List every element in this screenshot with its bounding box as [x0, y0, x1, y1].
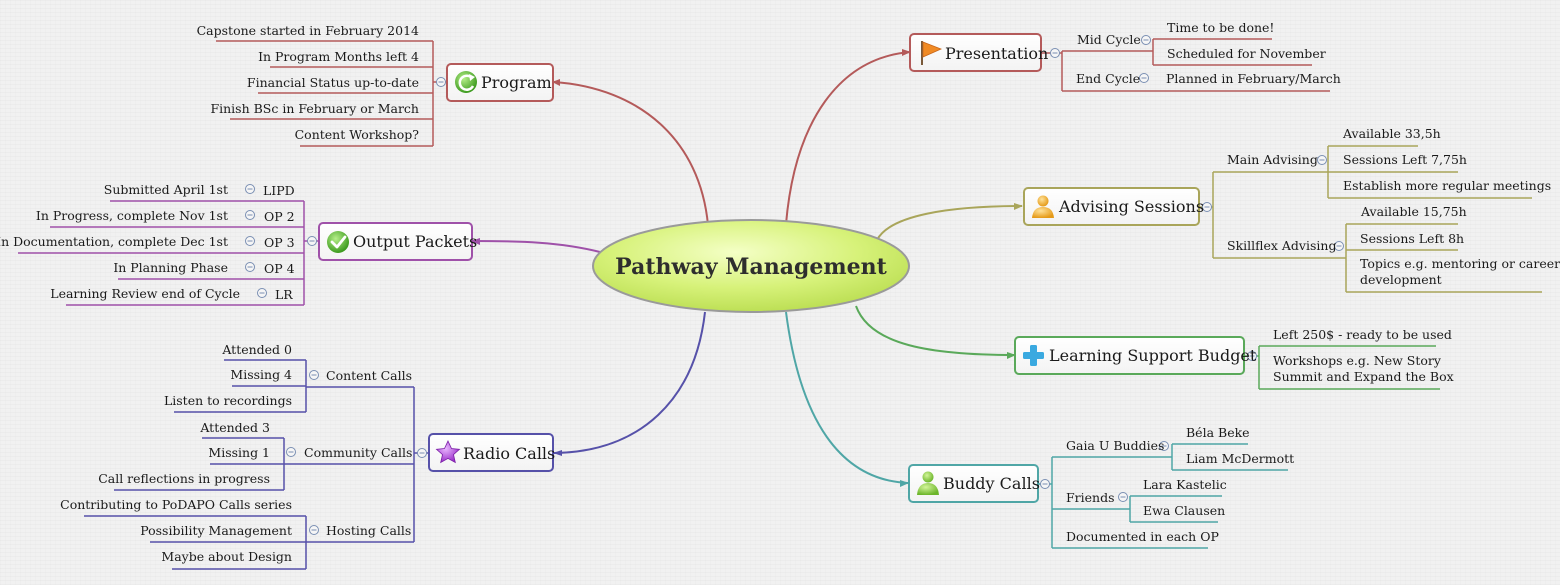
radio-group-label: Content Calls	[326, 368, 412, 383]
output-note: Submitted April 1st	[104, 182, 228, 197]
output-note: In Planning Phase	[113, 260, 228, 275]
central-topic[interactable]: Pathway Management	[592, 219, 910, 313]
radio-item: Missing 4	[230, 367, 292, 382]
output-code: OP 4	[264, 261, 295, 276]
radio-item: Possibility Management	[140, 523, 292, 538]
topic-output-packets[interactable]: Output Packets	[318, 222, 477, 261]
buddy-group-label: Gaia U Buddies	[1066, 438, 1164, 453]
output-toggles[interactable]	[245, 184, 317, 298]
presentation-group-label: Mid Cycle	[1077, 32, 1141, 47]
branch-presentation-lines	[1041, 38, 1330, 92]
connector-output	[471, 240, 601, 253]
radio-item: Call reflections in progress	[98, 471, 270, 486]
advising-group-label: Main Advising	[1227, 152, 1318, 167]
presentation-label: Presentation	[945, 44, 1048, 63]
output-code: OP 2	[264, 209, 295, 224]
radio-group-label: Hosting Calls	[326, 523, 411, 538]
buddy-item: Béla Beke	[1186, 425, 1250, 440]
topic-program[interactable]: Program	[446, 63, 554, 102]
flag-icon	[921, 41, 943, 65]
buddy-item: Ewa Clausen	[1143, 503, 1225, 518]
topic-learning-support-budget[interactable]: Learning Support Budget	[1014, 336, 1257, 375]
green-person-icon	[917, 471, 939, 495]
program-item: In Program Months left 4	[258, 49, 419, 64]
topic-presentation[interactable]: Presentation	[909, 33, 1048, 72]
presentation-toggles[interactable]	[1050, 35, 1151, 83]
budget-item: Left 250$ - ready to be used	[1273, 327, 1452, 342]
presentation-group-label: End Cycle	[1076, 71, 1140, 86]
advising-item: Available 33,5h	[1342, 126, 1441, 141]
buddy-toggles[interactable]	[1040, 441, 1169, 502]
topic-buddy-calls[interactable]: Buddy Calls	[908, 464, 1040, 503]
output-note: In Documentation, complete Dec 1st	[0, 234, 228, 249]
program-item: Content Workshop?	[295, 127, 420, 142]
presentation-item: Scheduled for November	[1167, 46, 1326, 61]
radio-item: Missing 1	[208, 445, 270, 460]
output-code: LIPD	[263, 183, 295, 198]
buddy-item: Liam McDermott	[1186, 451, 1294, 466]
learning-support-budget-label: Learning Support Budget	[1049, 346, 1257, 365]
branch-radio-lines	[84, 359, 430, 570]
person-icon	[1032, 195, 1054, 218]
advising-sessions-label: Advising Sessions	[1058, 197, 1204, 216]
advising-item: Available 15,75h	[1360, 204, 1467, 219]
radio-calls-label: Radio Calls	[463, 444, 555, 463]
radio-item: Contributing to PoDAPO Calls series	[60, 497, 292, 512]
connector-radio	[553, 311, 706, 454]
radio-item: Attended 3	[199, 420, 270, 435]
budget-item: Summit and Expand the Box	[1273, 369, 1454, 384]
presentation-item: Planned in February/March	[1166, 71, 1341, 86]
radio-item: Maybe about Design	[161, 549, 292, 564]
budget-toggles[interactable]	[1247, 351, 1257, 361]
connector-buddy	[785, 311, 909, 484]
refresh-icon	[455, 71, 477, 93]
advising-item: Establish more regular meetings	[1343, 178, 1551, 193]
branch-buddy-lines	[1038, 443, 1288, 549]
output-packets-label: Output Packets	[353, 232, 477, 251]
branch-advising-lines	[1199, 145, 1542, 293]
buddy-group-label: Friends	[1066, 490, 1115, 505]
connector-program	[553, 81, 709, 226]
radio-toggles[interactable]	[286, 370, 427, 535]
output-code: OP 3	[264, 235, 295, 250]
connector-budget	[855, 305, 1016, 356]
central-topic-label: Pathway Management	[615, 254, 888, 280]
advising-item: development	[1360, 272, 1442, 287]
output-note: Learning Review end of Cycle	[50, 286, 240, 301]
program-subtree-lines	[216, 40, 448, 147]
topic-radio-calls[interactable]: Radio Calls	[428, 433, 555, 472]
program-item: Financial Status up-to-date	[247, 75, 419, 90]
connector-presentation	[785, 51, 911, 225]
advising-group-label: Skillflex Advising	[1227, 238, 1336, 253]
main-connectors	[471, 49, 1023, 487]
advising-item: Sessions Left 7,75h	[1343, 152, 1467, 167]
buddy-calls-label: Buddy Calls	[943, 474, 1040, 493]
branch-program	[216, 40, 448, 147]
radio-item: Attended 0	[221, 342, 292, 357]
output-note: In Progress, complete Nov 1st	[36, 208, 228, 223]
topic-advising-sessions[interactable]: Advising Sessions	[1023, 187, 1204, 226]
branch-output-lines	[18, 200, 320, 306]
budget-item: Workshops e.g. New Story	[1273, 353, 1442, 368]
output-code: LR	[275, 287, 293, 302]
connector-advising	[876, 205, 1023, 241]
program-label: Program	[481, 73, 552, 92]
checkmark-icon	[327, 231, 349, 253]
advising-item: Sessions Left 8h	[1360, 231, 1464, 246]
program-item: Capstone started in February 2014	[197, 23, 419, 38]
star-icon	[435, 440, 461, 464]
program-item: Finish BSc in February or March	[210, 101, 419, 116]
radio-item: Listen to recordings	[164, 393, 292, 408]
advising-toggles[interactable]	[1202, 155, 1344, 251]
plus-icon	[1023, 345, 1044, 366]
presentation-item: Time to be done!	[1167, 20, 1274, 35]
advising-item: Topics e.g. mentoring or career	[1360, 256, 1560, 271]
buddy-item: Lara Kastelic	[1143, 477, 1227, 492]
buddy-group-label: Documented in each OP	[1066, 529, 1219, 544]
radio-group-label: Community Calls	[304, 445, 412, 460]
